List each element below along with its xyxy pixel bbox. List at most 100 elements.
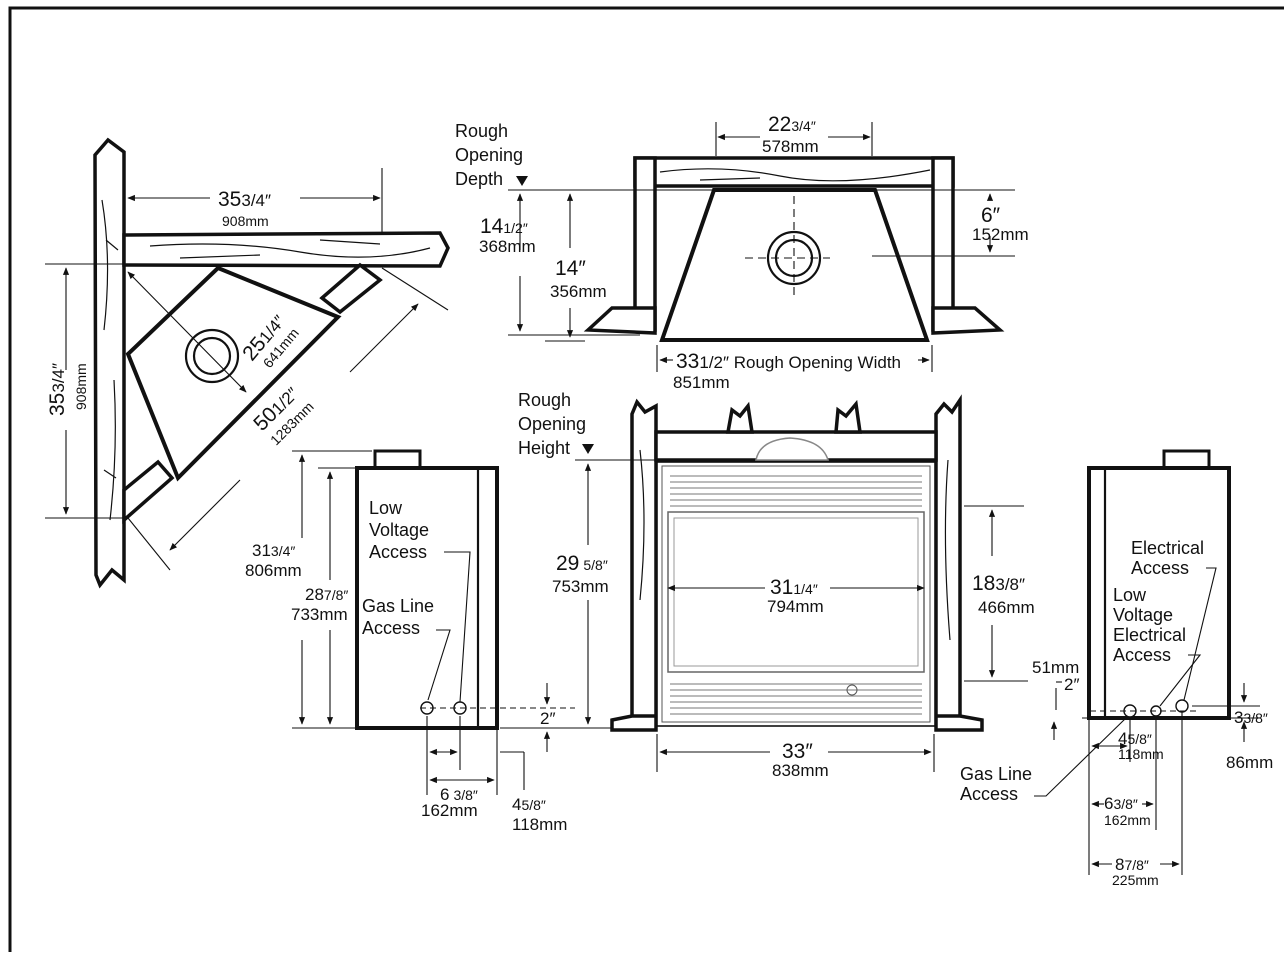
corner-depth-fraction: 3/4″ <box>49 363 68 393</box>
left-body-height-mm: 733mm <box>291 605 348 624</box>
left-lv-offset-inches: 4 <box>512 795 521 814</box>
svg-text:183/8″: 183/8″ <box>972 572 1025 595</box>
unit-depth-mm: 356mm <box>550 282 607 301</box>
left-lv-offset-mm: 118mm <box>512 815 567 834</box>
left-gas-line-line1: Gas Line <box>362 596 434 616</box>
svg-text:223/4″: 223/4″ <box>768 113 816 136</box>
right-side-body <box>1087 466 1231 720</box>
svg-text:87/8″: 87/8″ <box>1115 855 1149 874</box>
right-side-view: Electrical Access Low Voltage Electrical… <box>960 449 1273 888</box>
rough-depth-fraction: 1/2″ <box>503 220 527 236</box>
left-side-view: Low Voltage Access Gas Line Access 313/4… <box>245 449 575 834</box>
front-right-stud <box>934 394 962 722</box>
rough-opening-height-line3: Height <box>518 438 570 458</box>
rough-opening-depth-line1: Rough <box>455 121 508 141</box>
front-left-foot <box>610 714 658 732</box>
top-header-beam <box>633 156 955 188</box>
left-low-voltage-line1: Low <box>369 498 403 518</box>
svg-text:33/8″: 33/8″ <box>1234 708 1268 727</box>
front-glass-panel <box>667 511 925 673</box>
corner-depth-mm: 908mm <box>73 363 89 410</box>
svg-text:287/8″: 287/8″ <box>305 585 348 604</box>
opening-height-mm: 466mm <box>978 598 1035 617</box>
front-fireplace-trim <box>661 465 931 723</box>
svg-text:295/8″: 295/8″ <box>556 552 608 575</box>
corner-width-mm: 908mm <box>222 213 269 229</box>
opening-height-fraction: 3/8″ <box>995 575 1025 594</box>
svg-text:63/8″: 63/8″ <box>1104 794 1138 813</box>
right-height-51mm: 51mm <box>1032 658 1079 677</box>
corner-vertical-stud <box>93 137 126 589</box>
right-x63-fraction: 3/8″ <box>1113 796 1137 812</box>
left-side-vent-collar <box>373 449 422 470</box>
front-upper-louvers <box>670 475 922 507</box>
corner-depth-inches: 35 <box>46 393 69 416</box>
svg-text:63/8″: 63/8″ <box>440 785 478 804</box>
front-glass-inner <box>673 517 919 667</box>
rough-width-inches: 33 <box>676 350 699 373</box>
top-flue-outer-circle <box>766 230 822 286</box>
top-left-foot <box>583 306 657 335</box>
corner-installation-view: 353/4″ 908mm 353/4″ 908mm 251/4″ 641mm 5… <box>45 137 450 589</box>
right-x45-fraction: 5/8″ <box>1127 731 1151 747</box>
svg-text:311/4″: 311/4″ <box>770 576 818 599</box>
right-x87-mm: 225mm <box>1112 872 1159 888</box>
left-side-body <box>355 466 499 730</box>
rough-width-mm: 851mm <box>673 373 730 392</box>
left-gas-offset-mm: 162mm <box>421 801 478 820</box>
right-h33-inches: 3 <box>1234 708 1243 727</box>
rough-opening-depth-line2: Opening <box>455 145 523 165</box>
front-right-foot <box>934 714 984 732</box>
left-gas-offset-fraction: 3/8″ <box>453 787 477 803</box>
svg-text:45/8″: 45/8″ <box>1118 729 1152 748</box>
corner-width-inches: 35 <box>218 188 241 211</box>
right-lv-elec-line3: Electrical <box>1113 625 1186 645</box>
svg-text:45/8″: 45/8″ <box>512 795 546 814</box>
left-low-voltage-line2: Voltage <box>369 520 429 540</box>
right-electrical-line2: Access <box>1131 558 1189 578</box>
corner-flue-inner-circle <box>192 336 232 376</box>
left-total-height-fraction: 3/4″ <box>271 543 295 559</box>
top-flue-inner-circle <box>774 238 814 278</box>
right-gas-line-line2: Access <box>960 784 1018 804</box>
front-view-height-pointer <box>582 444 594 454</box>
unit-depth-inches: 14″ <box>555 257 586 280</box>
rough-width-label: 1/2″ Rough Opening Width <box>699 353 901 372</box>
base-width-inches: 33″ <box>782 740 813 763</box>
right-h33-fraction: 3/8″ <box>1243 710 1267 726</box>
flue-width-mm: 578mm <box>762 137 819 156</box>
right-electrical-line1: Electrical <box>1131 538 1204 558</box>
rough-depth-inches: 14 <box>480 215 504 238</box>
svg-text:141/2″: 141/2″ <box>480 215 528 238</box>
left-body-height-fraction: 7/8″ <box>324 587 348 603</box>
svg-text:353/4″: 353/4″ <box>218 188 271 211</box>
front-elevation-view: Rough Opening Height <box>518 390 1035 780</box>
front-lower-louvers <box>670 683 922 715</box>
flue-width-inches: 22 <box>768 113 791 136</box>
top-right-stud <box>931 156 955 332</box>
rough-height-inches: 29 <box>556 552 579 575</box>
svg-text:331/2″ Rough Opening Width: 331/2″ Rough Opening Width <box>676 350 901 373</box>
svg-text:Rough Opening Dept: Rough Opening Depth <box>455 121 528 189</box>
left-low-voltage-line3: Access <box>369 542 427 562</box>
svg-text:353/4″: 353/4″ <box>46 363 69 416</box>
right-x87-fraction: 7/8″ <box>1124 857 1148 873</box>
front-left-stud <box>630 398 658 722</box>
top-plan-view: Rough Opening Depth 223/4″ 578mm 14 1/2″ … <box>455 113 1029 392</box>
sheet-border <box>8 6 1284 952</box>
right-lv-elec-line4: Access <box>1113 645 1171 665</box>
corner-diagonal-stud-bottom <box>122 459 175 524</box>
corner-diagonal-stud-top <box>319 262 383 315</box>
left-lv-offset-fraction: 5/8″ <box>521 797 545 813</box>
rough-depth-mm: 368mm <box>479 237 536 256</box>
front-vent-cap <box>755 437 830 461</box>
svg-text:Low Voltage Electr: Low Voltage Electrical Access <box>1113 585 1191 665</box>
rough-opening-height-line2: Opening <box>518 414 586 434</box>
rough-opening-depth-line3: Depth <box>455 169 503 189</box>
flue-offset-inches: 6″ <box>981 204 1001 227</box>
right-x45-mm: 118mm <box>1118 746 1164 762</box>
svg-text:Low Voltage Access: Low Voltage Access <box>369 498 434 562</box>
right-lv-elec-line1: Low <box>1113 585 1147 605</box>
svg-text:313/4″: 313/4″ <box>252 541 295 560</box>
